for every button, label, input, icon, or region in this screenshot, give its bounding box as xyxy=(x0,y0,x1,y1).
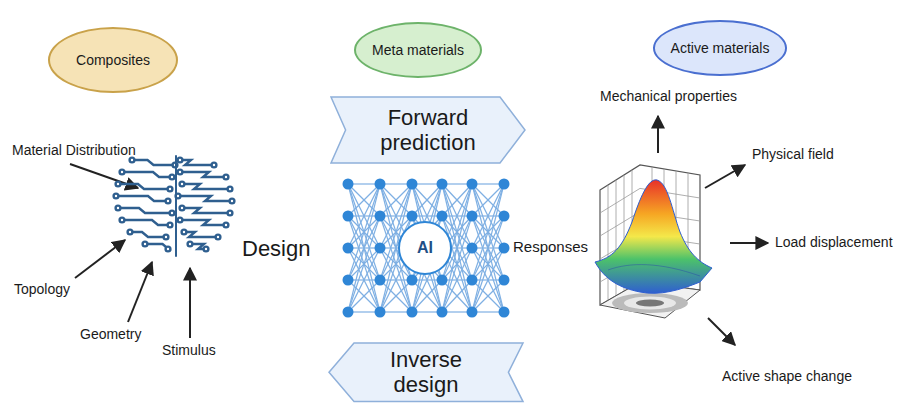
neural-network xyxy=(343,179,510,318)
surface-plot xyxy=(595,165,712,318)
annotation-label: Physical field xyxy=(752,146,834,162)
annotation-label: Mechanical properties xyxy=(600,88,737,104)
response-arrows xyxy=(658,116,768,345)
inverse-banner: Inverse design xyxy=(328,342,524,403)
node-text: AI xyxy=(417,239,433,257)
annotation-label: Load displacement xyxy=(775,234,893,250)
ai-circle: AI xyxy=(398,221,452,275)
brain-icon xyxy=(114,156,235,256)
category-oval: Composites xyxy=(48,27,178,93)
node-text: Forward prediction xyxy=(368,105,488,156)
category-oval: Meta materials xyxy=(354,22,482,78)
annotation-label: Topology xyxy=(14,281,70,297)
node-text: Inverse design xyxy=(366,347,486,398)
annotation-label: Material Distribution xyxy=(12,142,136,158)
annotation-label: Responses xyxy=(513,238,588,255)
node-text: Meta materials xyxy=(372,42,464,58)
annotation-label: Active shape change xyxy=(722,368,852,384)
annotation-label: Geometry xyxy=(80,326,141,342)
node-text: Composites xyxy=(76,52,150,68)
annotation-label: Stimulus xyxy=(162,342,216,358)
input-arrows xyxy=(70,164,190,338)
node-text: Active materials xyxy=(671,40,770,56)
annotation-label: Design xyxy=(242,236,310,262)
forward-banner: Forward prediction xyxy=(330,96,526,164)
category-oval: Active materials xyxy=(653,20,788,76)
